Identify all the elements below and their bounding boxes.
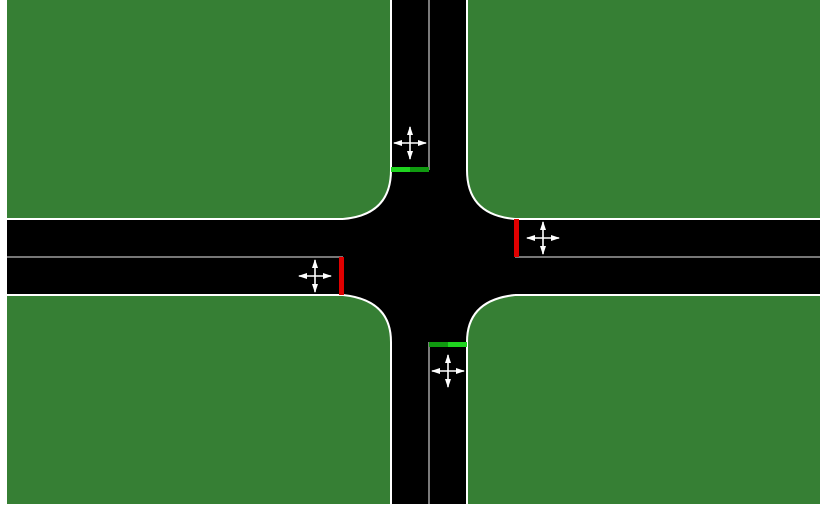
signal-east <box>514 219 519 257</box>
grass-se <box>467 295 820 504</box>
signal-north-shade <box>410 167 429 172</box>
grass-nw <box>7 0 391 219</box>
grass-ne <box>467 0 820 219</box>
signal-west <box>339 257 344 295</box>
grass-sw <box>7 295 391 504</box>
signal-south-shade <box>429 342 448 347</box>
